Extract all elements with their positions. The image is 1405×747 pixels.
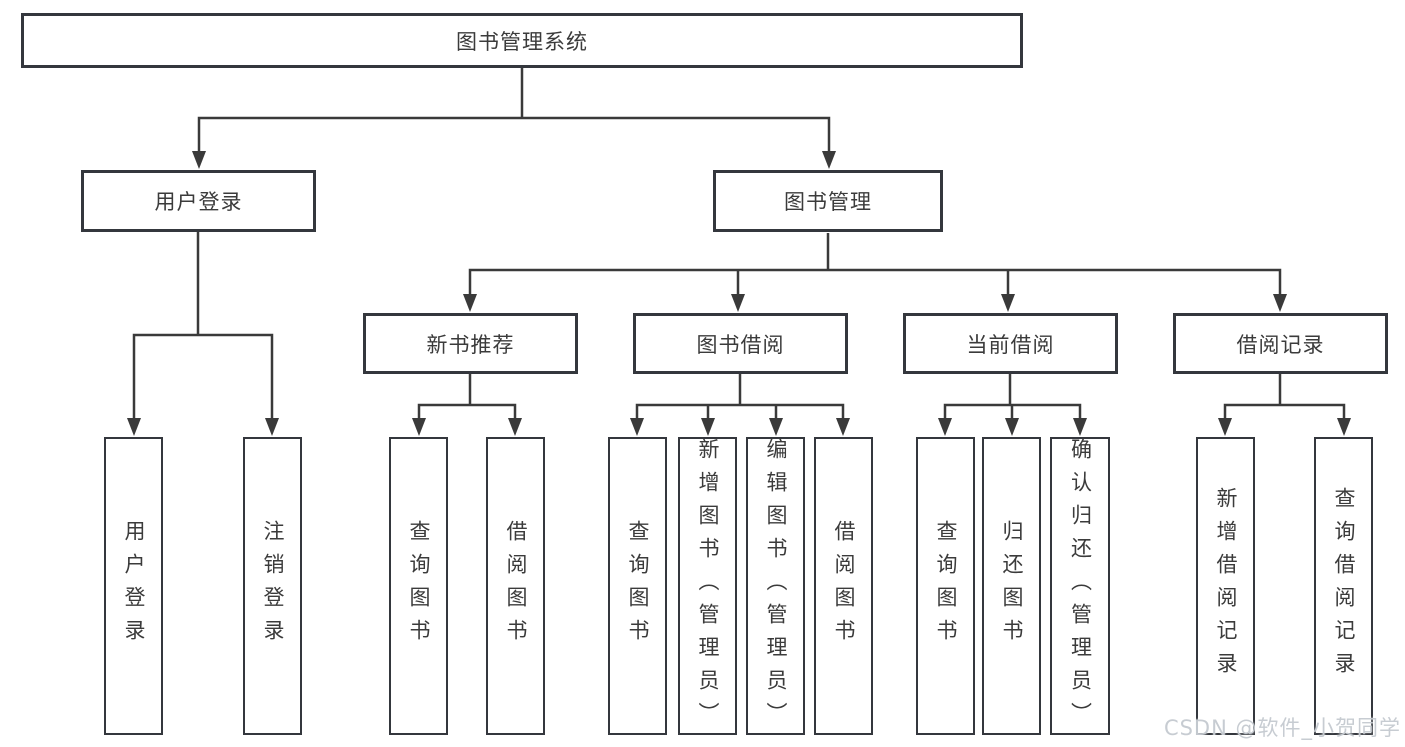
node-label: 图书借阅 <box>696 332 785 357</box>
leaf-label: 新增图书（管理员） <box>696 437 720 735</box>
leaf-label: 确认归还（管理员） <box>1068 437 1093 735</box>
node-label: 图书管理 <box>784 190 872 214</box>
node-label: 用户登录 <box>154 190 243 214</box>
leaf-query-books-2: 查询图书 <box>608 437 667 735</box>
leaf-borrow-books-2: 借阅图书 <box>814 437 873 735</box>
leaf-return-books: 归还图书 <box>982 437 1041 735</box>
leaf-label: 查询图书 <box>626 520 650 652</box>
leaf-add-books-admin: 新增图书（管理员） <box>678 437 737 735</box>
leaf-label: 新增借阅记录 <box>1214 487 1238 685</box>
node-current-borrowing: 当前借阅 <box>903 313 1118 374</box>
node-label: 图书管理系统 <box>456 29 588 54</box>
node-borrowing-records: 借阅记录 <box>1173 313 1388 374</box>
leaf-label: 编辑图书（管理员） <box>764 437 788 735</box>
leaf-confirm-return-admin: 确认归还（管理员） <box>1050 437 1110 735</box>
csdn-watermark: CSDN @软件_小贺同学 <box>1163 716 1401 740</box>
node-root-system: 图书管理系统 <box>21 13 1023 68</box>
leaf-label: 查询图书 <box>407 520 431 652</box>
leaf-add-borrow-record: 新增借阅记录 <box>1196 437 1255 735</box>
arrowheads <box>127 151 1351 436</box>
leaf-label: 借阅图书 <box>504 520 528 652</box>
node-label: 当前借阅 <box>966 332 1055 357</box>
leaf-label: 查询图书 <box>934 520 958 652</box>
leaf-label: 借阅图书 <box>832 520 856 652</box>
leaf-label: 注销登录 <box>261 520 285 652</box>
node-user-login: 用户登录 <box>81 170 316 232</box>
leaf-user-login: 用户登录 <box>104 437 163 735</box>
node-book-borrowing: 图书借阅 <box>633 313 848 374</box>
leaf-logout: 注销登录 <box>243 437 302 735</box>
leaf-label: 归还图书 <box>1000 520 1024 652</box>
leaf-query-books-3: 查询图书 <box>916 437 975 735</box>
node-label: 借阅记录 <box>1236 332 1325 357</box>
leaf-edit-books-admin: 编辑图书（管理员） <box>746 437 805 735</box>
leaf-label: 用户登录 <box>122 520 146 652</box>
leaf-label: 查询借阅记录 <box>1332 487 1356 685</box>
node-new-book-recommend: 新书推荐 <box>363 313 578 374</box>
leaf-query-books-1: 查询图书 <box>389 437 448 735</box>
node-label: 新书推荐 <box>426 332 515 357</box>
leaf-query-borrow-record: 查询借阅记录 <box>1314 437 1373 735</box>
node-book-management: 图书管理 <box>713 170 943 232</box>
leaf-borrow-books-1: 借阅图书 <box>486 437 545 735</box>
